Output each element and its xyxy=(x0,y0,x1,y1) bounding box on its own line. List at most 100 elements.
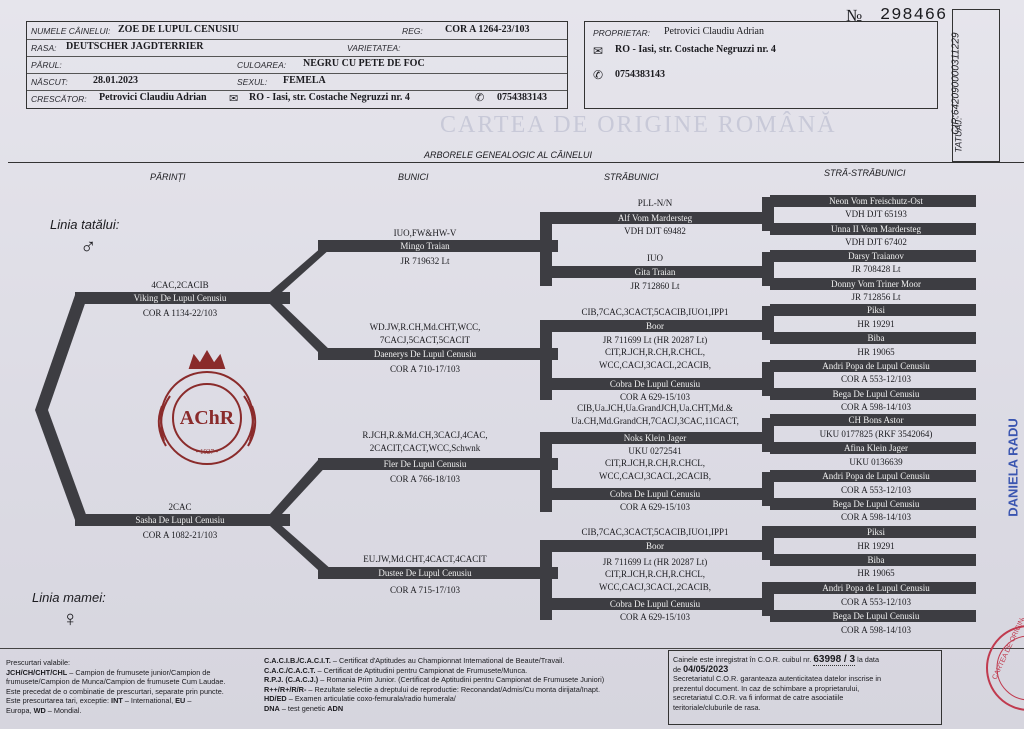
gg-grandparent-reg: HR 19065 xyxy=(857,568,895,578)
gg-grandparent-name: Piksi xyxy=(866,527,885,537)
registration-date: 04/05/2023 xyxy=(683,663,729,674)
column-grandparents: BUNICI xyxy=(398,172,429,182)
great-grandparent-titles: IUO xyxy=(647,253,663,263)
great-grandparent-reg: JR 711699 Lt (HR 20287 Lt) xyxy=(602,335,708,345)
breeder-address: RO - Iasi, str. Costache Negruzzi nr. 4 xyxy=(249,92,410,103)
parent-name: Viking De Lupul Cenusiu xyxy=(133,293,227,303)
column-great-grandparents: STRĂBUNICI xyxy=(604,172,659,182)
footer-divider xyxy=(0,648,1024,649)
gg-grandparent-reg: JR 712856 Lt xyxy=(851,292,901,302)
grandparent-name: Dustee De Lupul Cenusiu xyxy=(378,568,472,578)
great-grandparent-titles2: WCC,CACJ,3CACL,2CACIB, xyxy=(598,471,712,481)
column-great-great-grandparents: STRĂ-STRĂBUNICI xyxy=(824,168,906,178)
owner-label: PROPRIETAR: xyxy=(593,28,650,38)
gg-grandparent-reg: COR A 553-12/103 xyxy=(840,485,911,495)
envelope-icon: ✉ xyxy=(229,93,239,105)
registration-box: Cainele este inregistrat în C.O.R. cuibu… xyxy=(668,650,942,725)
gg-grandparent-reg: HR 19291 xyxy=(857,541,895,551)
gg-grandparent-name: Biba xyxy=(867,333,885,343)
great-grandparent-titles: CIT,R.JCH,R.CH,R.CHCL, xyxy=(604,347,706,357)
sex-label: SEXUL: xyxy=(237,77,268,87)
watermark: CARTEA DE ORIGINE ROMÂNĂ xyxy=(440,112,837,138)
official-round-stamp: CARTEA DE ORIGINE xyxy=(986,618,1024,711)
gg-grandparent-reg: COR A 598-14/103 xyxy=(840,402,911,412)
great-grandparent-reg: COR A 629-15/103 xyxy=(619,502,690,512)
great-grandparent-titles2: WCC,CACJ,3CACL,2CACIB, xyxy=(598,360,712,370)
achr-seal-logo: AChR • 1927 • xyxy=(157,350,257,465)
great-grandparent-titles: CIT,R.JCH,R.CH,R.CHCL, xyxy=(604,569,706,579)
gg-grandparent-name: Donny Vom Triner Moor xyxy=(831,279,921,289)
column-parents: PĂRINȚI xyxy=(150,172,186,182)
certificate-number: 298466 xyxy=(880,6,948,25)
grandparent-titles: WD.JW,R.CH,Md.CHT,WCC, xyxy=(369,322,481,332)
breeder-name: Petrovici Claudiu Adrian xyxy=(99,92,207,103)
svg-text:AChR: AChR xyxy=(180,407,235,429)
tattoo-box: TATUAJ: CIP:642090000311229 xyxy=(951,9,1000,162)
dam-line-label: Linia mamei: xyxy=(32,590,106,605)
breeder-label: CRESCĂTOR: xyxy=(31,94,87,104)
male-symbol-icon: ♂ xyxy=(80,234,97,259)
breed-label: RASA: xyxy=(31,43,57,53)
gg-grandparent-reg: UKU 0136639 xyxy=(849,457,903,467)
parent-reg: COR A 1134-22/103 xyxy=(142,308,218,318)
great-grandparent-titles: CIB,7CAC,3CACT,5CACIB,IUO1,IPP1 xyxy=(581,307,729,317)
owner-name: Petrovici Claudiu Adrian xyxy=(664,26,764,37)
grandparent-reg: JR 719632 Lt xyxy=(400,256,450,266)
great-grandparent-reg: COR A 629-15/103 xyxy=(619,392,690,402)
dog-name: ZOE DE LUPUL CENUSIU xyxy=(118,24,239,35)
great-grandparent-reg: VDH DJT 69482 xyxy=(624,226,686,236)
gg-grandparent-reg: COR A 598-14/103 xyxy=(840,625,911,635)
gg-grandparent-name: CH Bons Astor xyxy=(848,415,904,425)
grandparent-titles: IUO,FW&HW-V xyxy=(393,228,457,238)
great-grandparent-name: Boor xyxy=(646,321,664,331)
legend-certificates: C.A.C.I.B./C.A.C.I.T. – Certificat d'Apt… xyxy=(264,656,605,713)
parent-name: Sasha De Lupul Cenusiu xyxy=(135,515,225,525)
grandparent-reg: COR A 715-17/103 xyxy=(389,585,460,595)
hair-label: PĂRUL: xyxy=(31,60,62,70)
gg-grandparent-name: Bega De Lupul Cenusiu xyxy=(832,389,920,399)
owner-phone: 0754383143 xyxy=(615,69,665,80)
gg-grandparent-name: Bega De Lupul Cenusiu xyxy=(832,611,920,621)
grandparent-titles2: 2CACIT,CACT,WCC,Schwnk xyxy=(369,443,481,453)
legend-abbreviations: Prescurtari valabile: JCH/CH/CHT/CHL – C… xyxy=(6,658,226,715)
phone-icon: ✆ xyxy=(475,92,485,104)
svg-text:• 1927 •: • 1927 • xyxy=(196,448,219,456)
grandparent-name: Fler De Lupul Cenusiu xyxy=(383,459,467,469)
great-grandparent-titles2: WCC,CACJ,3CACL,2CACIB, xyxy=(598,582,712,592)
gg-grandparent-reg: VDH DJT 67402 xyxy=(845,237,907,247)
dog-info-box: NUMELE CÂINELUI: ZOE DE LUPUL CENUSIU RE… xyxy=(26,21,568,109)
variety-label: VARIETATEA: xyxy=(347,43,401,53)
owner-box: PROPRIETAR: Petrovici Claudiu Adrian ✉ R… xyxy=(584,21,938,109)
color-label: CULOAREA: xyxy=(237,60,287,70)
dog-breed: DEUTSCHER JAGDTERRIER xyxy=(66,41,204,52)
reg-label: REG: xyxy=(402,26,423,36)
great-grandparent-titles: CIB,Ua.JCH,Ua.GrandJCH,Ua.CHT,Md.& xyxy=(577,403,733,413)
svg-text:CARTEA DE ORIGINE: CARTEA DE ORIGINE xyxy=(991,618,1024,681)
gg-grandparent-name: Andri Popa de Lupul Cenusiu xyxy=(822,361,930,371)
gg-grandparent-reg: UKU 0177825 (RKF 3542064) xyxy=(819,429,933,439)
great-grandparent-name: Cobra De Lupul Cenusiu xyxy=(609,379,701,389)
great-grandparent-name: Cobra De Lupul Cenusiu xyxy=(609,599,701,609)
great-grandparent-name: Gita Traian xyxy=(634,267,676,277)
great-grandparent-name: Alf Vom Mardersteg xyxy=(617,213,693,223)
great-grandparent-reg: JR 711699 Lt (HR 20287 Lt) xyxy=(602,557,708,567)
gg-grandparent-reg: HR 19065 xyxy=(857,347,895,357)
gg-grandparent-reg: JR 708428 Lt xyxy=(851,264,901,274)
grandparent-titles2: 7CACJ,5CACT,5CACIT xyxy=(379,335,471,345)
tree-title: ARBORELE GENEALOGIC AL CÂINELUI xyxy=(424,150,593,160)
envelope-icon: ✉ xyxy=(593,44,604,58)
great-grandparent-name: Noks Klein Jager xyxy=(623,433,687,443)
grandparent-name: Daenerys De Lupul Cenusiu xyxy=(373,349,477,359)
gg-grandparent-reg: HR 19291 xyxy=(857,319,895,329)
great-grandparent-titles: CIT,R.JCH,R.CH,R.CHCL, xyxy=(604,458,706,468)
female-symbol-icon: ♀ xyxy=(62,606,79,631)
gg-grandparent-reg: COR A 598-14/103 xyxy=(840,512,911,522)
great-grandparent-titles: PLL-N/N xyxy=(637,198,673,208)
great-grandparent-reg: COR A 629-15/103 xyxy=(619,612,690,622)
dog-sex: FEMELA xyxy=(283,75,326,86)
gg-grandparent-name: Andri Popa de Lupul Cenusiu xyxy=(822,471,930,481)
gg-grandparent-reg: COR A 553-12/103 xyxy=(840,597,911,607)
great-grandparent-name: Cobra De Lupul Cenusiu xyxy=(609,489,701,499)
gg-grandparent-name: Biba xyxy=(867,555,885,565)
